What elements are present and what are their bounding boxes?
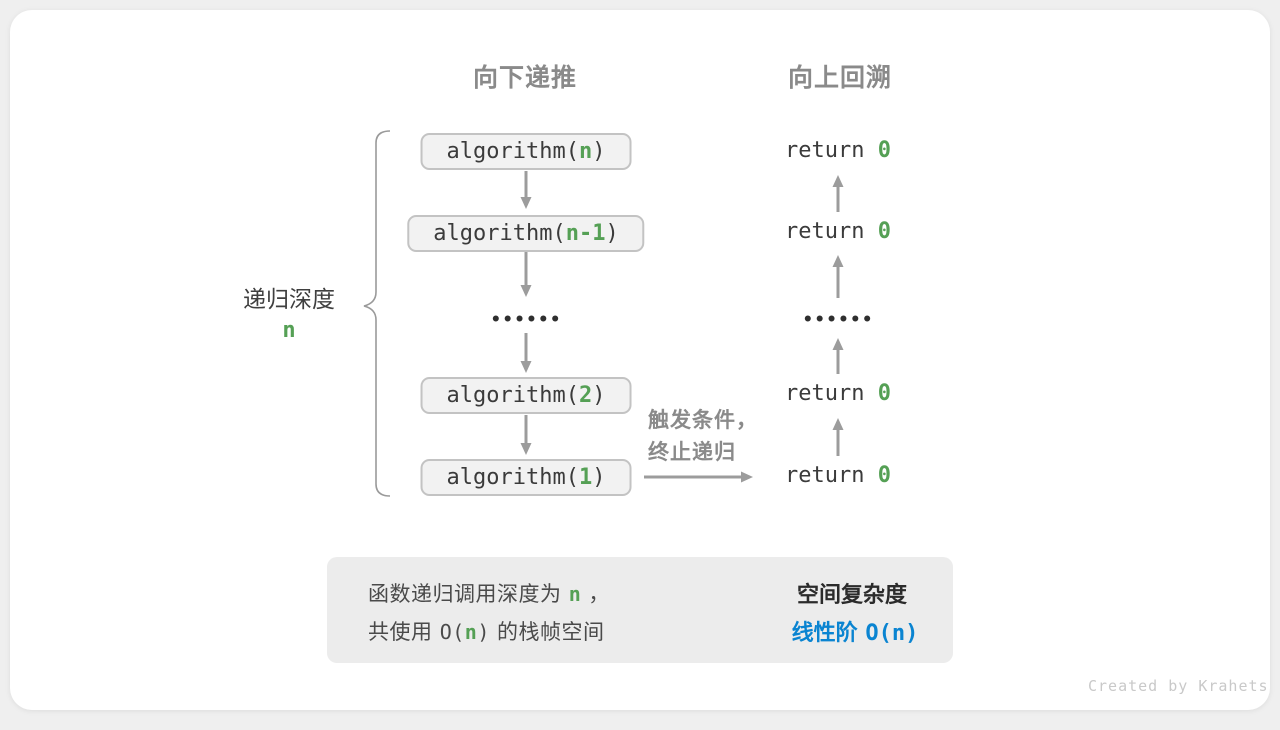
summary-line1: 函数递归调用深度为 n ， (368, 578, 610, 608)
watermark: Created by Krahets (1088, 677, 1269, 695)
summary-panel (327, 557, 953, 663)
summary-line2-pre: 共使用 (368, 620, 440, 644)
return-row-2: return 0 (728, 218, 948, 246)
depth-value: n (282, 318, 296, 343)
conclusion-label: 线性阶 (791, 621, 866, 646)
call-box-1: algorithm(1) (420, 459, 632, 496)
call-box-close: ) (592, 383, 606, 408)
return-value: 0 (877, 219, 891, 244)
call-box-arg: n (578, 139, 593, 164)
ellipsis-left: •••••• (490, 310, 562, 330)
call-box-fn: algorithm( (446, 139, 579, 164)
call-box-fn: algorithm( (433, 221, 566, 246)
return-row-4: return 0 (728, 462, 948, 490)
call-box-n: algorithm(n) (420, 133, 632, 170)
call-box-fn: algorithm( (446, 465, 579, 490)
card-background: 向下递推 向上回溯 递归深度 n algorithm(n) algorithm(… (10, 10, 1270, 710)
call-box-2: algorithm(2) (420, 377, 632, 414)
call-box-arg: 1 (578, 465, 593, 490)
depth-label: 递归深度 (243, 287, 335, 313)
call-box-fn: algorithm( (446, 383, 579, 408)
return-keyword: return (785, 219, 878, 244)
return-value: 0 (877, 381, 891, 406)
summary-line2-var: n (464, 620, 478, 644)
call-box-close: ) (592, 139, 606, 164)
return-value: 0 (877, 138, 891, 163)
header-descend: 向下递推 (472, 63, 577, 92)
trigger-note-line1: 触发条件， (648, 408, 758, 432)
return-value: 0 (877, 463, 891, 488)
return-keyword: return (785, 381, 878, 406)
call-box-arg: n-1 (565, 221, 606, 246)
summary-line2: 共使用 O(n) 的栈帧空间 (368, 616, 605, 646)
summary-line1-pre: 函数递归调用深度为 (368, 582, 569, 606)
trigger-note-line2: 终止递归 (648, 440, 736, 464)
conclusion-result: 线性阶 O(n) (760, 615, 950, 647)
call-box-close: ) (605, 221, 619, 246)
summary-line2-codepre: O( (439, 620, 465, 644)
conclusion-code: O(n) (865, 621, 919, 646)
return-keyword: return (785, 463, 878, 488)
summary-line1-var: n (568, 582, 582, 606)
call-box-close: ) (592, 465, 606, 490)
conclusion-title: 空间复杂度 (796, 583, 907, 608)
return-keyword: return (785, 138, 878, 163)
summary-line1-post: ， (581, 582, 610, 606)
call-box-n-1: algorithm(n-1) (407, 215, 645, 252)
ellipsis-right: •••••• (802, 310, 874, 330)
summary-line2-codepost: ) (477, 620, 490, 644)
return-row-1: return 0 (728, 137, 948, 165)
call-box-arg: 2 (578, 383, 593, 408)
return-row-3: return 0 (728, 380, 948, 408)
header-backtrack: 向上回溯 (787, 63, 892, 92)
summary-line2-post: 的栈帧空间 (489, 620, 605, 644)
